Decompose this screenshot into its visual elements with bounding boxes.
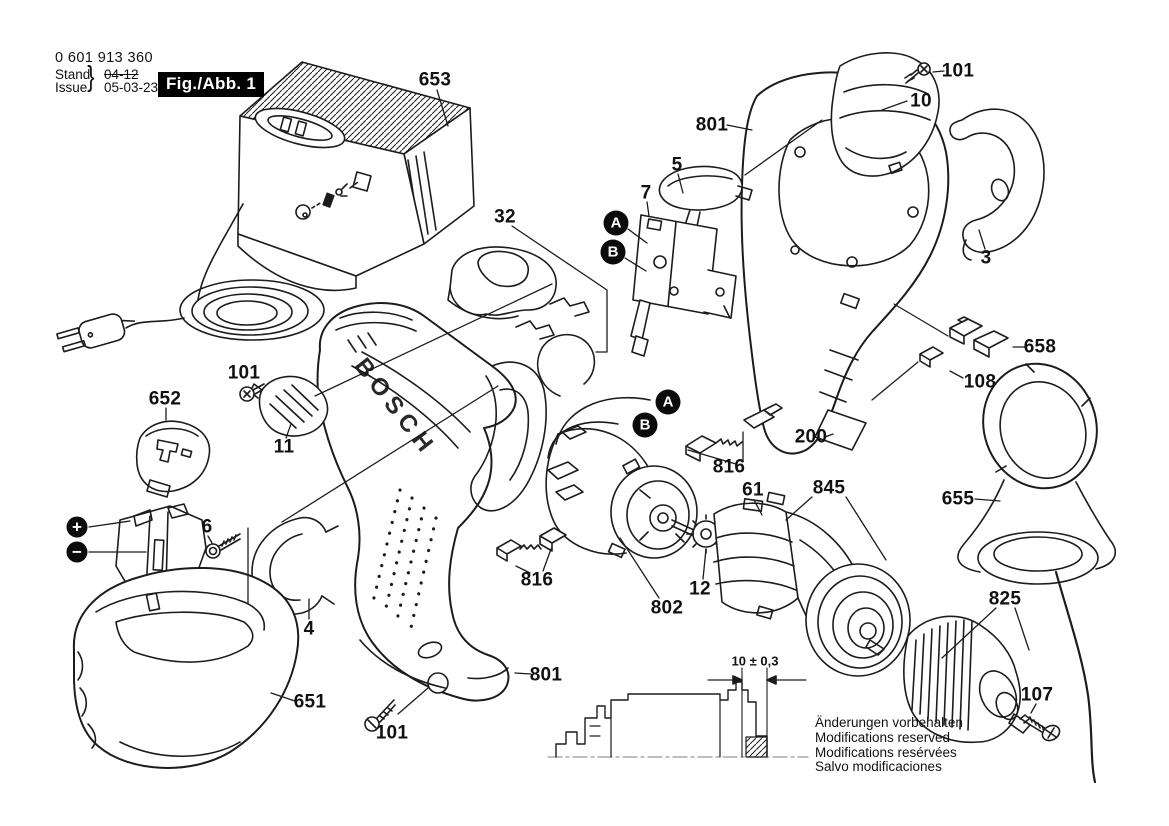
notice-line-de: Änderungen vorbehalten [815, 715, 963, 730]
polarity-plus-badge: + [66, 516, 88, 538]
part-label-845: 845 [812, 477, 846, 499]
part-label-200: 200 [794, 426, 828, 448]
revision-label-issue: Issue [55, 80, 88, 95]
part-label-108: 108 [963, 371, 997, 393]
leader-lines [88, 70, 1037, 715]
modification-notice: Änderungen vorbehalten Modifications res… [815, 716, 963, 775]
charger-illustration [56, 61, 475, 353]
wire-badge-a-motor: A [655, 389, 681, 415]
notice-line-fr: Modifications resérvées [815, 744, 957, 760]
order-number: 0 601 913 360 [55, 50, 153, 66]
notice-line-en: Modifications reserved [815, 729, 951, 745]
part-label-652: 652 [148, 388, 182, 410]
cover-32-illustration [447, 246, 596, 397]
revision-label-stand: Stand [55, 67, 91, 82]
screw-101-top-illustration [904, 62, 931, 84]
part-label-653: 653 [418, 69, 452, 91]
motor-illustration [545, 396, 698, 559]
part-label-816-upper: 816 [712, 456, 746, 478]
part-label-12: 12 [689, 578, 711, 600]
part-label-6: 6 [201, 516, 213, 538]
part-label-11: 11 [273, 436, 295, 458]
screw-101-bottom-illustration [364, 699, 396, 732]
housing-cap-illustration [830, 52, 940, 177]
part-label-801-bottom: 801 [529, 664, 563, 686]
part-label-101-top: 101 [941, 60, 975, 82]
part-label-10: 10 [910, 90, 932, 112]
dimension-annotation: 10 ± 0,3 [731, 653, 779, 669]
part-label-107: 107 [1020, 684, 1054, 706]
part-label-61: 61 [742, 479, 764, 501]
part-label-4: 4 [303, 618, 315, 640]
brush-upper-illustration [685, 403, 783, 462]
wire-badge-b-motor: B [632, 412, 658, 438]
switch-assembly-illustration [630, 165, 753, 357]
stand-illustration [957, 362, 1117, 784]
part-label-651: 651 [293, 691, 327, 713]
polarity-minus-badge: − [66, 541, 88, 563]
part-label-32: 32 [494, 206, 516, 228]
part-label-5: 5 [671, 154, 683, 176]
revision-value-current: 05-03-23 [104, 80, 159, 95]
chuck-illustration [903, 615, 1061, 744]
part-label-825: 825 [988, 588, 1022, 610]
notice-line-es: Salvo modificaciones [815, 759, 942, 775]
part-label-801-top: 801 [695, 114, 729, 136]
part-label-658: 658 [1023, 336, 1057, 358]
wire-badge-b-switch: B [600, 239, 626, 265]
label-plate-illustration [814, 409, 867, 451]
brush-lower-illustration [496, 527, 567, 562]
part-label-816-lower: 816 [520, 569, 554, 591]
battery-pack-illustration [72, 567, 300, 769]
part-label-802: 802 [650, 597, 684, 619]
part-label-3: 3 [980, 247, 992, 269]
drill-body-illustration [316, 302, 547, 702]
part-label-7: 7 [640, 182, 652, 204]
revision-value-old: 04-12 [104, 67, 139, 82]
small-parts-illustration [919, 316, 1009, 368]
part-label-101-bottom: 101 [375, 722, 409, 744]
contact-piece-illustration [135, 420, 211, 498]
part-label-655: 655 [941, 488, 975, 510]
revision-brace: } [87, 61, 95, 93]
gearbox-illustration [713, 491, 911, 677]
screw-6-illustration [205, 533, 241, 559]
cross-section-detail [547, 667, 809, 758]
wire-badge-a-switch: A [603, 210, 629, 236]
part-label-101-left: 101 [227, 362, 261, 384]
grip-inlay-illustration [239, 375, 329, 437]
end-cap-illustration [949, 108, 1045, 261]
figure-number-box: Fig./Abb. 1 [158, 72, 265, 97]
